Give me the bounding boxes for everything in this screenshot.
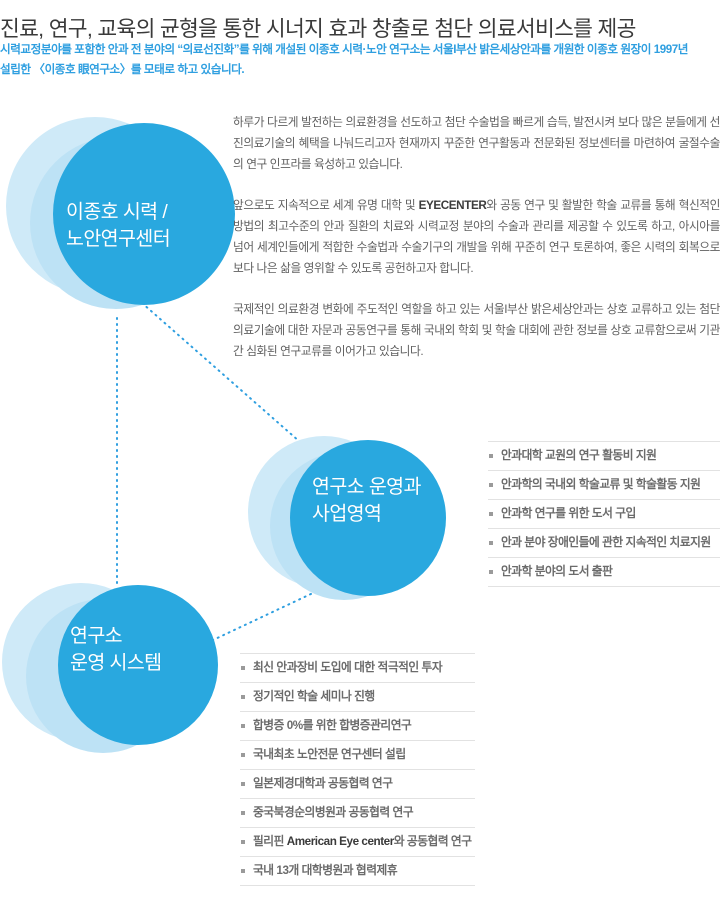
- square-bullet-icon: [241, 782, 245, 786]
- primary-circle: [290, 440, 446, 596]
- circle-cluster-system: 연구소 운영 시스템: [0, 555, 240, 775]
- square-bullet-icon: [241, 695, 245, 699]
- list-item-label: 안과대학 교원의 연구 활동비 지원: [501, 449, 657, 462]
- square-bullet-icon: [489, 483, 493, 487]
- body-paragraph-1: 하루가 다르게 발전하는 의료환경을 선도하고 첨단 수술법을 빠르게 습득, …: [233, 116, 720, 171]
- square-bullet-icon: [241, 869, 245, 873]
- square-bullet-icon: [241, 753, 245, 757]
- square-bullet-icon: [489, 512, 493, 516]
- circle-label-scope-line-1: 연구소 운영과: [312, 476, 421, 498]
- page-subtitle-line-1: 시력교정분야를 포함한 안과 전 분야의 “의료선진화”를 위해 개설된 이종호…: [0, 43, 688, 56]
- list-item-label: 정기적인 학술 세미나 진행: [253, 690, 375, 703]
- list-item[interactable]: 일본제경대학과 공동협력 연구: [240, 770, 475, 799]
- square-bullet-icon: [241, 666, 245, 670]
- list-item-label: 안과 분야 장애인들에 관한 지속적인 치료지원: [501, 536, 711, 549]
- list-item-label: 안과학 연구를 위한 도서 구입: [501, 507, 636, 520]
- body-paragraph-2: 앞으로도 지속적으로 세계 유명 대학 및 EYECENTER와 공동 연구 및…: [233, 195, 720, 279]
- circle-label-system-line-2: 운영 시스템: [70, 652, 162, 674]
- circle-label-center-line-2: 노안연구센터: [66, 228, 171, 250]
- circle-label-center: 이종호 시력 / 노안연구센터: [66, 199, 171, 253]
- body-paragraph-3: 국제적인 의료환경 변화에 주도적인 역할을 하고 있는 서울I부산 밝은세상안…: [233, 303, 720, 358]
- square-bullet-icon: [241, 811, 245, 815]
- circle-label-system: 연구소 운영 시스템: [70, 623, 162, 677]
- list-item[interactable]: 국내 13개 대학병원과 협력제휴: [240, 857, 475, 886]
- circle-label-scope-line-2: 사업영역: [312, 503, 382, 525]
- list-item[interactable]: 안과학 연구를 위한 도서 구입: [488, 500, 720, 529]
- body-paragraph-2-emphasis: EYECENTER: [418, 199, 487, 212]
- body-paragraph-2-before: 앞으로도 지속적으로 세계 유명 대학 및: [233, 199, 419, 212]
- list-item[interactable]: 안과학의 국내외 학술교류 및 학술활동 지원: [488, 471, 720, 500]
- circle-cluster-scope: 연구소 운영과 사업영역: [248, 418, 478, 618]
- list-item-label: 안과학의 국내외 학술교류 및 학술활동 지원: [501, 478, 701, 491]
- list-item[interactable]: 안과대학 교원의 연구 활동비 지원: [488, 441, 720, 471]
- circle-label-scope: 연구소 운영과 사업영역: [312, 474, 421, 528]
- circle-label-system-line-1: 연구소: [70, 625, 123, 647]
- list-item[interactable]: 중국북경순의병원과 공동협력 연구: [240, 799, 475, 828]
- page-title: 진료, 연구, 교육의 균형을 통한 시너지 효과 창출로 첨단 의료서비스를 …: [0, 17, 636, 42]
- list-item[interactable]: 최신 안과장비 도입에 대한 적극적인 투자: [240, 653, 475, 683]
- list-item[interactable]: 필리핀 American Eye center와 공동협력 연구: [240, 828, 475, 857]
- list-item-label: 최신 안과장비 도입에 대한 적극적인 투자: [253, 661, 443, 674]
- square-bullet-icon: [489, 570, 493, 574]
- list-item[interactable]: 안과학 분야의 도서 출판: [488, 558, 720, 587]
- intro-body-copy: 하루가 다르게 발전하는 의료환경을 선도하고 첨단 수술법을 빠르게 습득, …: [233, 112, 720, 362]
- list-item-label: 안과학 분야의 도서 출판: [501, 565, 613, 578]
- list-item-label: 중국북경순의병원과 공동협력 연구: [253, 806, 414, 819]
- list-item-label-after: 와 공동협력 연구: [393, 835, 472, 848]
- page-subtitle-line-2: 설립한 〈이종호 眼연구소〉를 모태로 하고 있습니다.: [0, 62, 245, 76]
- list-item-label: 일본제경대학과 공동협력 연구: [253, 777, 393, 790]
- list-item-label-before: 필리핀: [253, 835, 287, 848]
- square-bullet-icon: [489, 454, 493, 458]
- square-bullet-icon: [489, 541, 493, 545]
- primary-circle: [58, 585, 218, 745]
- square-bullet-icon: [241, 840, 245, 844]
- circle-cluster-center: 이종호 시력 / 노안연구센터: [0, 95, 250, 345]
- page-subtitle: 시력교정분야를 포함한 안과 전 분야의 “의료선진화”를 위해 개설된 이종호…: [0, 40, 720, 79]
- body-paragraph-2-after: 와 공동 연구 및 활발한 학술 교류를 통해 혁신적인 방법의 최고수준의 안…: [233, 199, 720, 275]
- primary-circle: [53, 123, 235, 305]
- square-bullet-icon: [241, 724, 245, 728]
- list-item-label: 필리핀 American Eye center와 공동협력 연구: [253, 835, 472, 848]
- list-item-label-emphasis: American Eye center: [286, 835, 395, 848]
- list-item[interactable]: 합병증 0%를 위한 합병증관리연구: [240, 712, 475, 741]
- list-item[interactable]: 정기적인 학술 세미나 진행: [240, 683, 475, 712]
- circle-label-center-line-1: 이종호 시력 /: [66, 201, 168, 223]
- list-item-label: 국내최초 노안전문 연구센터 설립: [253, 748, 406, 761]
- list-item-label: 합병증 0%를 위한 합병증관리연구: [253, 719, 412, 732]
- list-item-label: 국내 13개 대학병원과 협력제휴: [253, 864, 398, 877]
- list-item[interactable]: 안과 분야 장애인들에 관한 지속적인 치료지원: [488, 529, 720, 558]
- list-item[interactable]: 국내최초 노안전문 연구센터 설립: [240, 741, 475, 770]
